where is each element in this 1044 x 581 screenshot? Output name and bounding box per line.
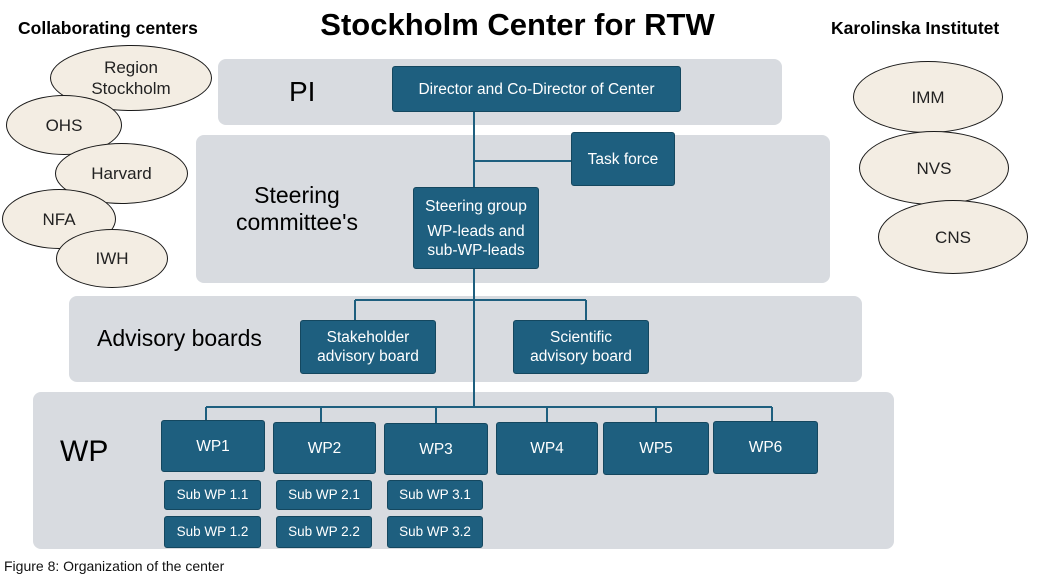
task-force-label: Task force [587, 150, 659, 168]
sub-wp-3-1-label: Sub WP 3.1 [399, 487, 471, 502]
task-force-box: Task force [571, 132, 675, 186]
oval-nvs-label: NVS [916, 158, 952, 178]
oval-nfa-label: NFA [42, 209, 76, 229]
wp2-label: WP2 [307, 439, 342, 457]
sub-wp-2-2-box: Sub WP 2.2 [276, 516, 372, 548]
sub-wp-2-1-label: Sub WP 2.1 [288, 487, 360, 502]
wp6-label: WP6 [748, 439, 783, 456]
oval-nvs: NVS [859, 131, 1009, 205]
diagram-title: Stockholm Center for RTW [320, 7, 715, 42]
sub-wp-3-2-box: Sub WP 3.2 [387, 516, 483, 548]
pi-label: PI [289, 76, 316, 107]
oval-harvard-label: Harvard [91, 164, 152, 183]
scientific-board-box: Scientific advisory board [513, 320, 649, 374]
sub-wp-3-2-label: Sub WP 3.2 [399, 524, 471, 539]
steering-label-line2: committee's [236, 209, 358, 235]
steering-group-box: Steering group WP-leads and sub-WP-leads [413, 187, 539, 269]
collaborating-centers-header: Collaborating centers [18, 18, 198, 38]
karolinska-header: Karolinska Institutet [831, 18, 1000, 38]
advisory-label: Advisory boards [97, 325, 262, 351]
sub-wp-2-1-box: Sub WP 2.1 [276, 480, 372, 510]
wp2-box: WP2 [273, 422, 376, 474]
oval-cns: CNS [878, 200, 1028, 274]
director-box: Director and Co-Director of Center [392, 66, 681, 112]
sub-wp-1-2-label: Sub WP 1.2 [176, 524, 249, 539]
wp1-box: WP1 [161, 420, 265, 472]
wp3-label: WP3 [419, 440, 453, 458]
stakeholder-line2: advisory board [317, 348, 419, 365]
wp4-label: WP4 [530, 440, 564, 457]
sub-wp-1-2-box: Sub WP 1.2 [164, 516, 261, 548]
steering-group-line3: sub-WP-leads [427, 241, 525, 259]
scientific-line1: Scientific [549, 329, 613, 346]
sub-wp-1-1-label: Sub WP 1.1 [176, 487, 249, 502]
stakeholder-board-box: Stakeholder advisory board [300, 320, 436, 374]
wp1-label: WP1 [196, 437, 230, 455]
sub-wp-2-2-label: Sub WP 2.2 [288, 524, 360, 539]
wp5-box: WP5 [603, 422, 709, 475]
wp3-box: WP3 [384, 423, 488, 475]
steering-label-line1: Steering [254, 182, 340, 208]
oval-iwh-label: IWH [95, 249, 129, 268]
sub-wp-1-1-box: Sub WP 1.1 [164, 480, 261, 510]
wp-label: WP [60, 435, 109, 468]
steering-group-line2: WP-leads and [427, 222, 525, 240]
oval-region-stockholm-line1: Region [104, 58, 158, 77]
oval-imm: IMM [853, 61, 1003, 133]
oval-cns-label: CNS [935, 227, 971, 247]
oval-ohs-label: OHS [45, 115, 83, 135]
director-label: Director and Co-Director of Center [418, 80, 655, 98]
wp5-label: WP5 [639, 440, 673, 457]
scientific-line2: advisory board [530, 348, 632, 365]
wp4-box: WP4 [496, 422, 598, 475]
wp6-box: WP6 [713, 421, 818, 474]
stakeholder-line1: Stakeholder [326, 329, 410, 346]
oval-region-stockholm-line2: Stockholm [91, 79, 171, 98]
steering-label: Steering committee's [226, 182, 368, 236]
sub-wp-3-1-box: Sub WP 3.1 [387, 480, 483, 510]
oval-iwh: IWH [56, 229, 168, 288]
figure-caption: Figure 8: Organization of the center [4, 558, 225, 574]
advisory-band [69, 296, 862, 382]
oval-imm-label: IMM [911, 87, 945, 107]
steering-group-line1: Steering group [425, 197, 527, 215]
